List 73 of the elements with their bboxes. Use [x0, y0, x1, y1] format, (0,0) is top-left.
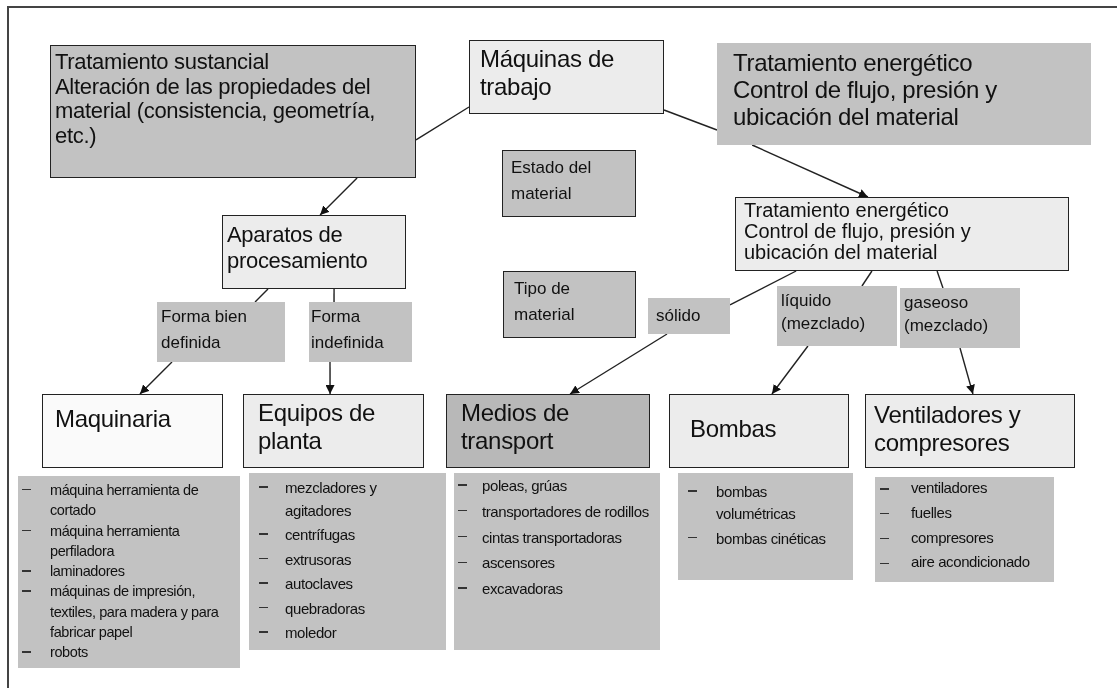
list-item: quebradoras [253, 597, 442, 620]
branch-label-box [900, 288, 1020, 348]
process-box [243, 394, 424, 468]
list-item: cintas transportadoras [458, 526, 656, 549]
arrow [319, 177, 358, 216]
list-item: ventiladores [879, 479, 1050, 498]
item-list-box [678, 473, 853, 580]
process-box [669, 394, 849, 468]
connector-line [861, 270, 873, 287]
process-box [42, 394, 223, 468]
list-item: transportadores de rodillos [458, 500, 656, 523]
list-item: autoclaves [253, 573, 442, 596]
list-item: compresores [879, 528, 1050, 548]
list-item: moledor [253, 622, 442, 645]
connector-line [415, 106, 470, 141]
arrow [139, 361, 173, 395]
node-text: Tipo de material [514, 278, 576, 326]
node-text: Medios de transport [461, 399, 571, 455]
node-text: Control de flujo, presión y ubicación del material [744, 221, 972, 263]
process-box [222, 215, 406, 289]
list-item: poleas, grúas [458, 475, 656, 497]
node-text: Estado del material [511, 157, 593, 205]
arrow [959, 347, 975, 395]
node-text: Aparatos de procesamiento [227, 222, 369, 275]
item-list-box [18, 476, 240, 668]
node-text: sólido [656, 305, 702, 327]
arrow [751, 144, 869, 198]
item-list-box [249, 473, 446, 650]
item-list-box [454, 473, 660, 650]
process-box [717, 43, 1091, 145]
connector-line [254, 288, 269, 303]
list-item: ascensores [458, 552, 656, 574]
list-item: bombas cinéticas [682, 527, 849, 550]
node-text: gaseoso (mezclado) [904, 292, 990, 337]
node-text: Tratamiento energético [744, 200, 950, 221]
connector-line [936, 270, 944, 289]
category-label-box [503, 271, 636, 338]
arrow [325, 361, 335, 395]
node-text: Forma bien definida [161, 306, 248, 355]
connector-line [663, 109, 718, 131]
node-text: Bombas [690, 415, 778, 443]
list-item: laminadores [22, 561, 236, 582]
list-item: robots [22, 642, 236, 663]
node-text: líquido (mezclado) [781, 290, 867, 335]
list-item: centrífugas [253, 524, 442, 547]
node-text: Maquinaria [55, 405, 172, 433]
process-box [50, 45, 416, 178]
list-item: extrusoras [253, 548, 442, 571]
node-text: Tratamiento energético [733, 49, 974, 77]
branch-label-box [309, 302, 412, 362]
list-item: excavadoras [458, 578, 656, 600]
connector-line [729, 270, 797, 306]
list-item: fuelles [879, 503, 1050, 523]
node-text: Máquinas de trabajo [480, 45, 616, 101]
branch-label-box [157, 302, 285, 362]
process-box [469, 40, 664, 114]
process-box [865, 394, 1075, 468]
node-text: Control de flujo, presión y ubicación del material [733, 76, 999, 131]
node-text: Forma indefinida [311, 306, 385, 355]
node-text: Equipos de planta [258, 399, 377, 455]
process-box [735, 197, 1069, 271]
branch-label-box [648, 298, 730, 334]
arrow [771, 345, 809, 395]
node-text: Ventiladores y compresores [874, 401, 1022, 457]
category-label-box [502, 150, 636, 217]
node-text: Alteración de las propiedades del material (consistencia, geometría, etc.) [55, 74, 376, 149]
connector-line [333, 288, 335, 303]
item-list-box [875, 477, 1054, 582]
arrow [569, 333, 668, 395]
node-text: Tratamiento sustancial [55, 50, 270, 75]
process-box [446, 394, 650, 468]
branch-label-box [777, 286, 897, 346]
list-item: aire acondicionado [879, 553, 1050, 572]
